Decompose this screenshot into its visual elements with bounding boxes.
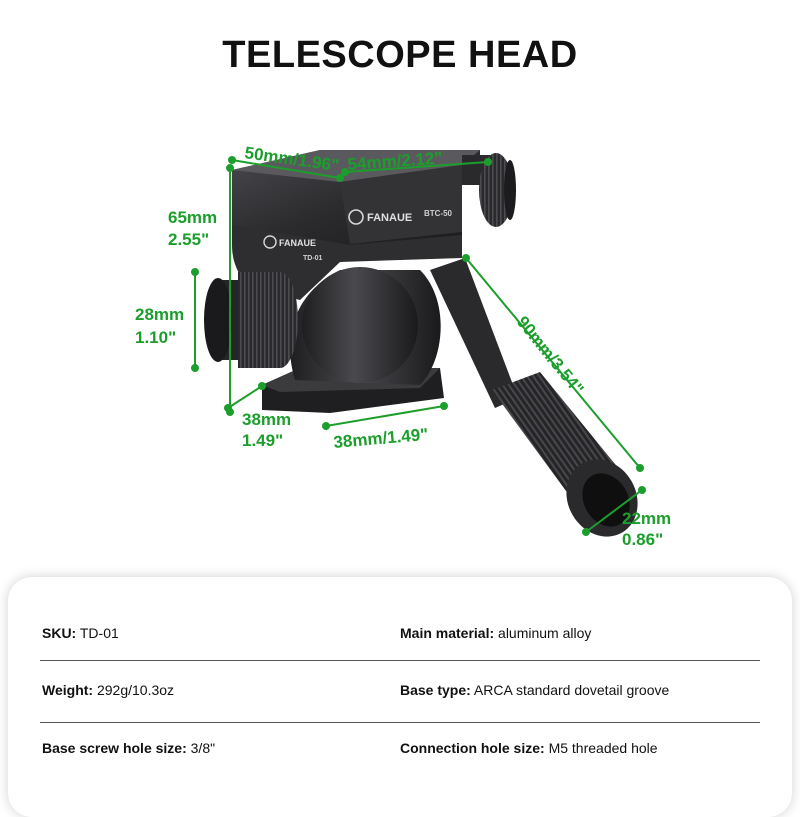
dim-handle-dia-mm: 22mm — [622, 509, 671, 528]
spec-sku-value: TD-01 — [76, 625, 119, 641]
dim-base-width: 38mm/1.49" — [333, 425, 429, 452]
dim-handle-dia-in: 0.86" — [622, 530, 663, 549]
page-title: TELESCOPE HEAD — [222, 34, 578, 76]
pan-handle — [430, 258, 638, 537]
spec-material-label: Main material: — [400, 625, 495, 641]
spec-sku-label: SKU: — [42, 625, 77, 641]
model-label-top: BTC-50 — [424, 209, 453, 218]
dim-total-height-in: 2.55" — [168, 230, 209, 249]
spec-weight-value: 292g/10.3oz — [93, 682, 175, 698]
product-illustration: FANAUE BTC-50 FANAUE TD-01 — [135, 143, 671, 549]
spec-row: Base screw hole size: 3/8" Connection ho… — [40, 740, 760, 798]
model-label-body: TD-01 — [303, 255, 323, 262]
brand-label-top: FANAUE — [367, 212, 412, 224]
spec-base-type-label: Base type: — [400, 682, 471, 698]
spec-material-value: aluminum alloy — [494, 625, 592, 641]
spec-row: Weight: 292g/10.3oz Base type: ARCA stan… — [40, 682, 760, 740]
spec-screw-hole-label: Base screw hole size: — [42, 740, 187, 756]
dim-base-depth-in: 1.49" — [242, 431, 283, 450]
brand-label-body: FANAUE — [279, 238, 316, 248]
divider — [40, 660, 760, 661]
dim-knob-height-mm: 28mm — [135, 305, 184, 324]
spec-weight-label: Weight: — [42, 682, 94, 698]
spec-row: SKU: TD-01 Main material: aluminum alloy — [40, 625, 760, 683]
dim-knob-height-in: 1.10" — [135, 328, 176, 347]
clamp-body: FANAUE BTC-50 FANAUE TD-01 — [232, 150, 480, 300]
spec-connection-hole-value: M5 threaded hole — [544, 740, 658, 756]
side-lock-knob — [204, 272, 298, 368]
ball-head-body — [290, 267, 441, 385]
spec-screw-hole-value: 3/8" — [186, 740, 216, 756]
dimension-lines — [191, 156, 646, 536]
spec-connection-hole-label: Connection hole size: — [400, 740, 545, 756]
divider — [40, 722, 760, 723]
dim-total-height-mm: 65mm — [168, 208, 217, 227]
brand-logo-body-icon — [263, 235, 277, 249]
brand-logo-icon — [348, 209, 364, 225]
spec-card — [8, 577, 792, 817]
clamp-knob — [462, 153, 516, 227]
dim-base-depth-mm: 38mm — [242, 410, 291, 429]
spec-base-type-value: ARCA standard dovetail groove — [470, 682, 670, 698]
